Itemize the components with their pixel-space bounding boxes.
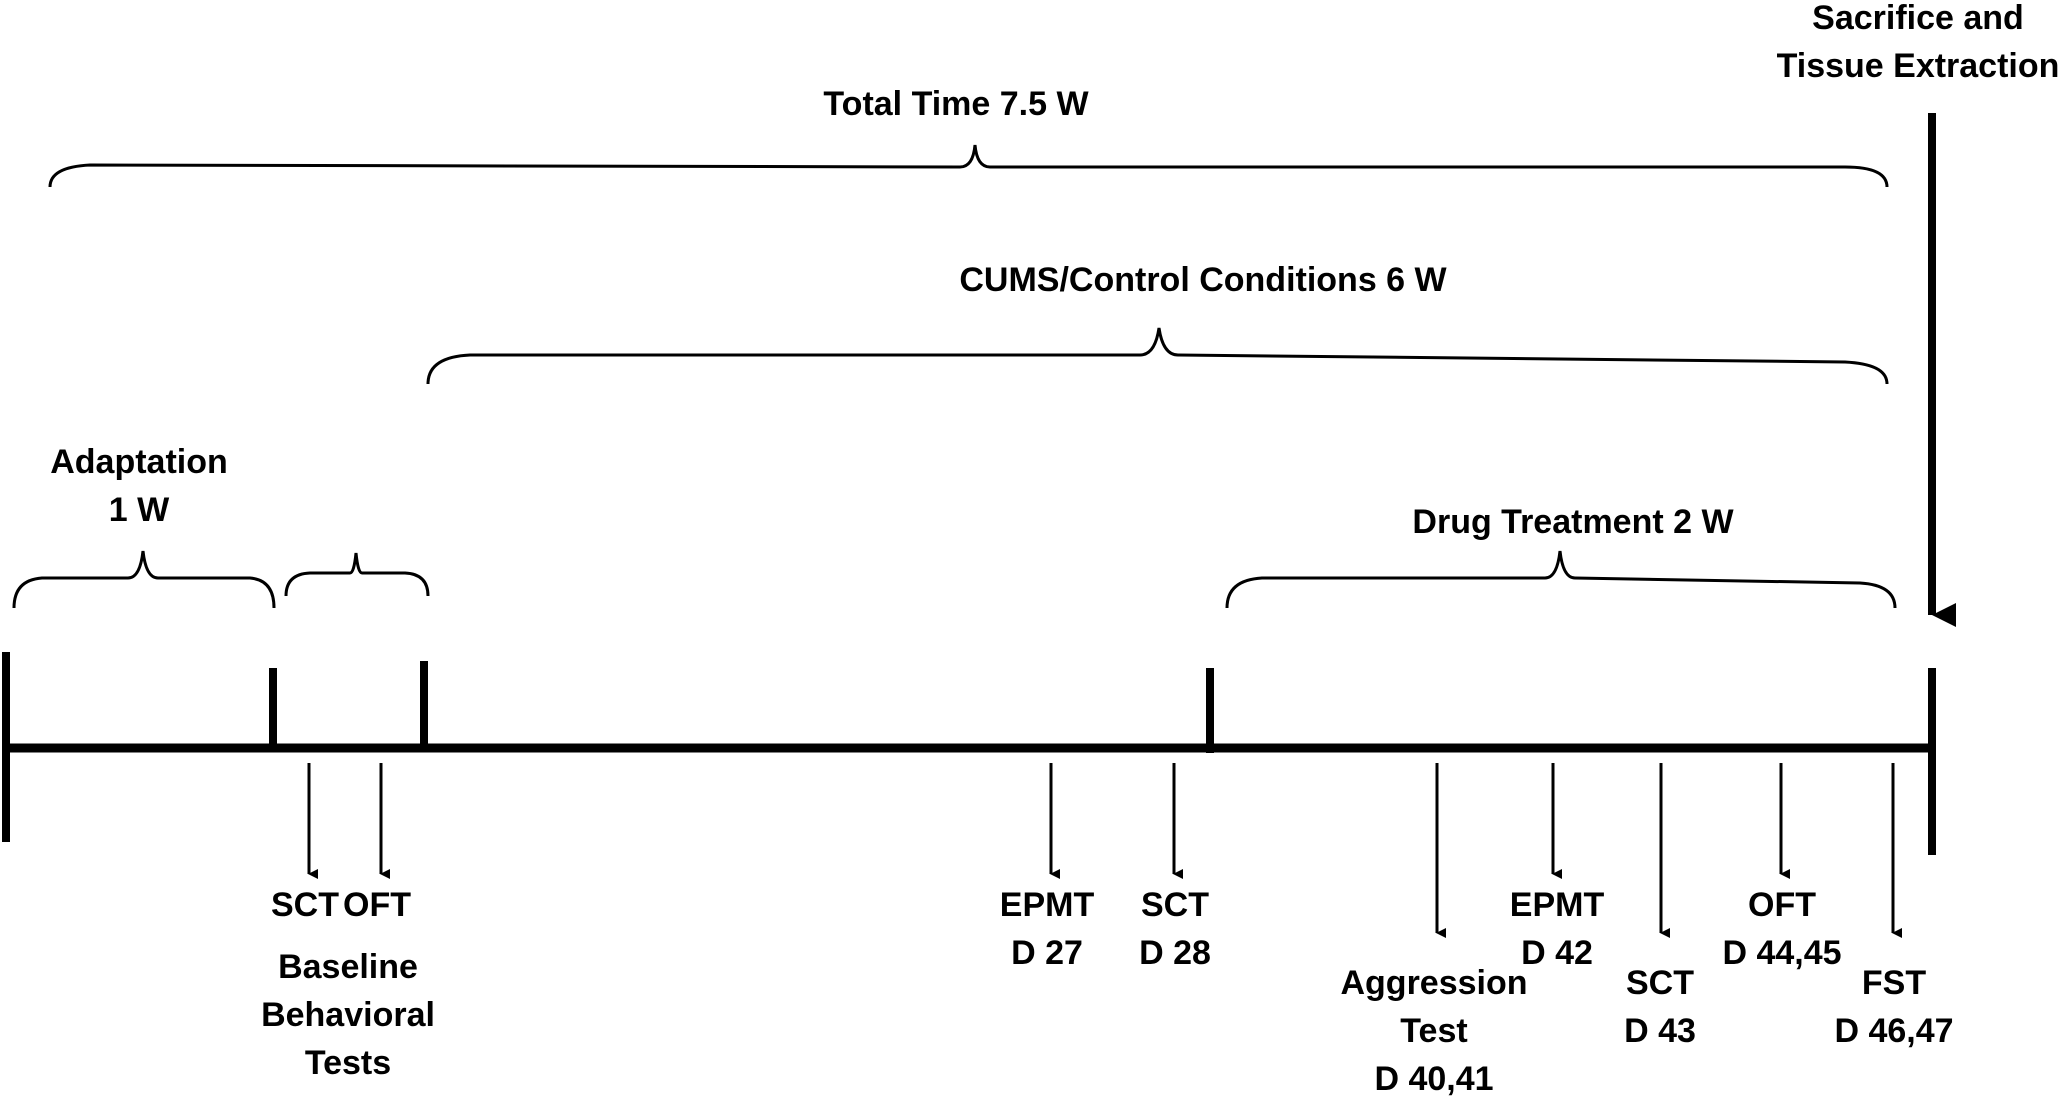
sacrifice-label-line1: Sacrifice and [1812,0,2024,37]
total-time-brace [48,144,1889,188]
test-epmt-d27: EPMT D 27 [999,886,1095,972]
drug-treatment-label: Drug Treatment 2 W [1412,503,1734,541]
test-sct-d43: SCT D 43 [1624,964,1696,1050]
baseline-sct-label: SCT [271,886,339,924]
test-sct-d28: SCT D 28 [1139,886,1211,972]
adaptation-label-line1: Adaptation [50,443,228,481]
sacrifice-label-line2: Tissue Extraction [1776,47,2060,85]
total-time-label: Total Time 7.5 W [823,85,1089,123]
adaptation-label: Adaptation 1 W [50,438,228,534]
cums-brace [426,327,1889,385]
adaptation-brace [12,550,276,609]
baseline-oft-label: OFT [343,886,411,924]
test-fst: FST D 46,47 [1834,964,1954,1050]
test-aggression: Aggression Test D 40,41 [1340,964,1528,1098]
baseline-brace [284,552,430,597]
cums-label: CUMS/Control Conditions 6 W [959,261,1447,299]
drug-treatment-brace [1225,550,1897,609]
sacrifice-label: Sacrifice and Tissue Extraction [1777,0,2060,90]
adaptation-label-line2: 1 W [108,491,170,529]
baseline-behavioral-tests-label: Baseline Behavioral Tests [261,948,435,1082]
test-epmt-d42: EPMT D 42 [1509,886,1605,972]
test-oft-d44: OFT D 44,45 [1722,886,1842,972]
